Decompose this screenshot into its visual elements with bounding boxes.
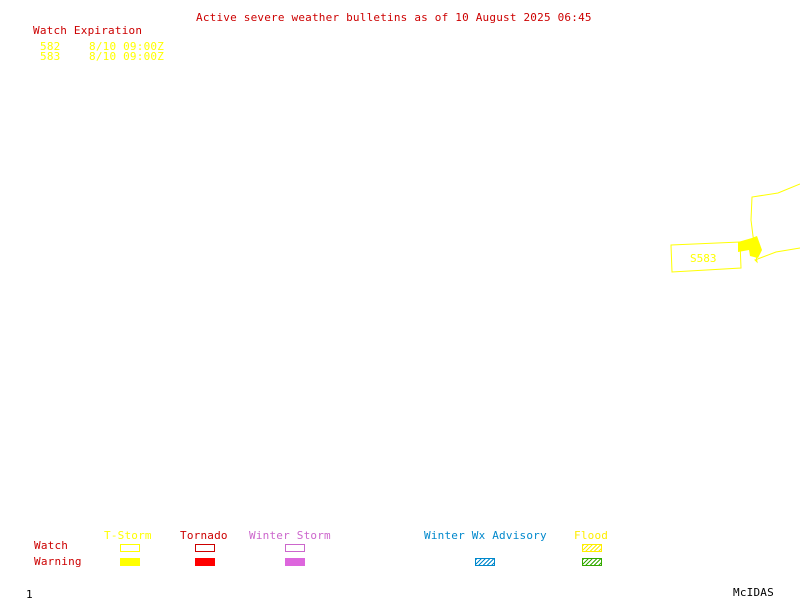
frame-number: 1 [26, 588, 33, 600]
mcidas-brand: McIDAS [733, 586, 774, 599]
watch-area-polygon [670, 241, 742, 273]
legend-tornado-watch-swatch [195, 544, 215, 552]
watch-id: 583 [40, 50, 61, 63]
warning-area-polygon [738, 236, 762, 258]
legend-tornado-warning-swatch [195, 558, 215, 566]
legend-flood-label: Flood [574, 529, 609, 542]
watch-area-polygon [750, 183, 800, 264]
watch-expiration-time: 8/10 09:00Z [89, 40, 165, 53]
legend-tstorm-watch-swatch [120, 544, 140, 552]
bulletin-title: Active severe weather bulletins as of 10… [196, 11, 592, 24]
watch-id: 582 [40, 40, 61, 53]
legend-watch-label: Watch [34, 539, 69, 552]
legend-tornado-label: Tornado [180, 529, 228, 542]
legend-flood-watch-swatch [582, 544, 602, 552]
legend-winter-wx-advisory-warning-swatch [475, 558, 495, 566]
legend-winter-storm-label: Winter Storm [249, 529, 331, 542]
legend-winter-storm-watch-swatch [285, 544, 305, 552]
legend-flood-warning-swatch [582, 558, 602, 566]
legend-tstorm-warning-swatch [120, 558, 140, 566]
watch-expiration-time: 8/10 09:00Z [89, 50, 165, 63]
legend-winter-wx-advisory-label: Winter Wx Advisory [424, 529, 547, 542]
legend-tstorm-label: T-Storm [104, 529, 152, 542]
legend-warning-label: Warning [34, 555, 82, 568]
watch-expiration-heading: Watch Expiration [33, 24, 143, 37]
legend-winter-storm-warning-swatch [285, 558, 305, 566]
watch-area-label: S583 [690, 252, 717, 265]
